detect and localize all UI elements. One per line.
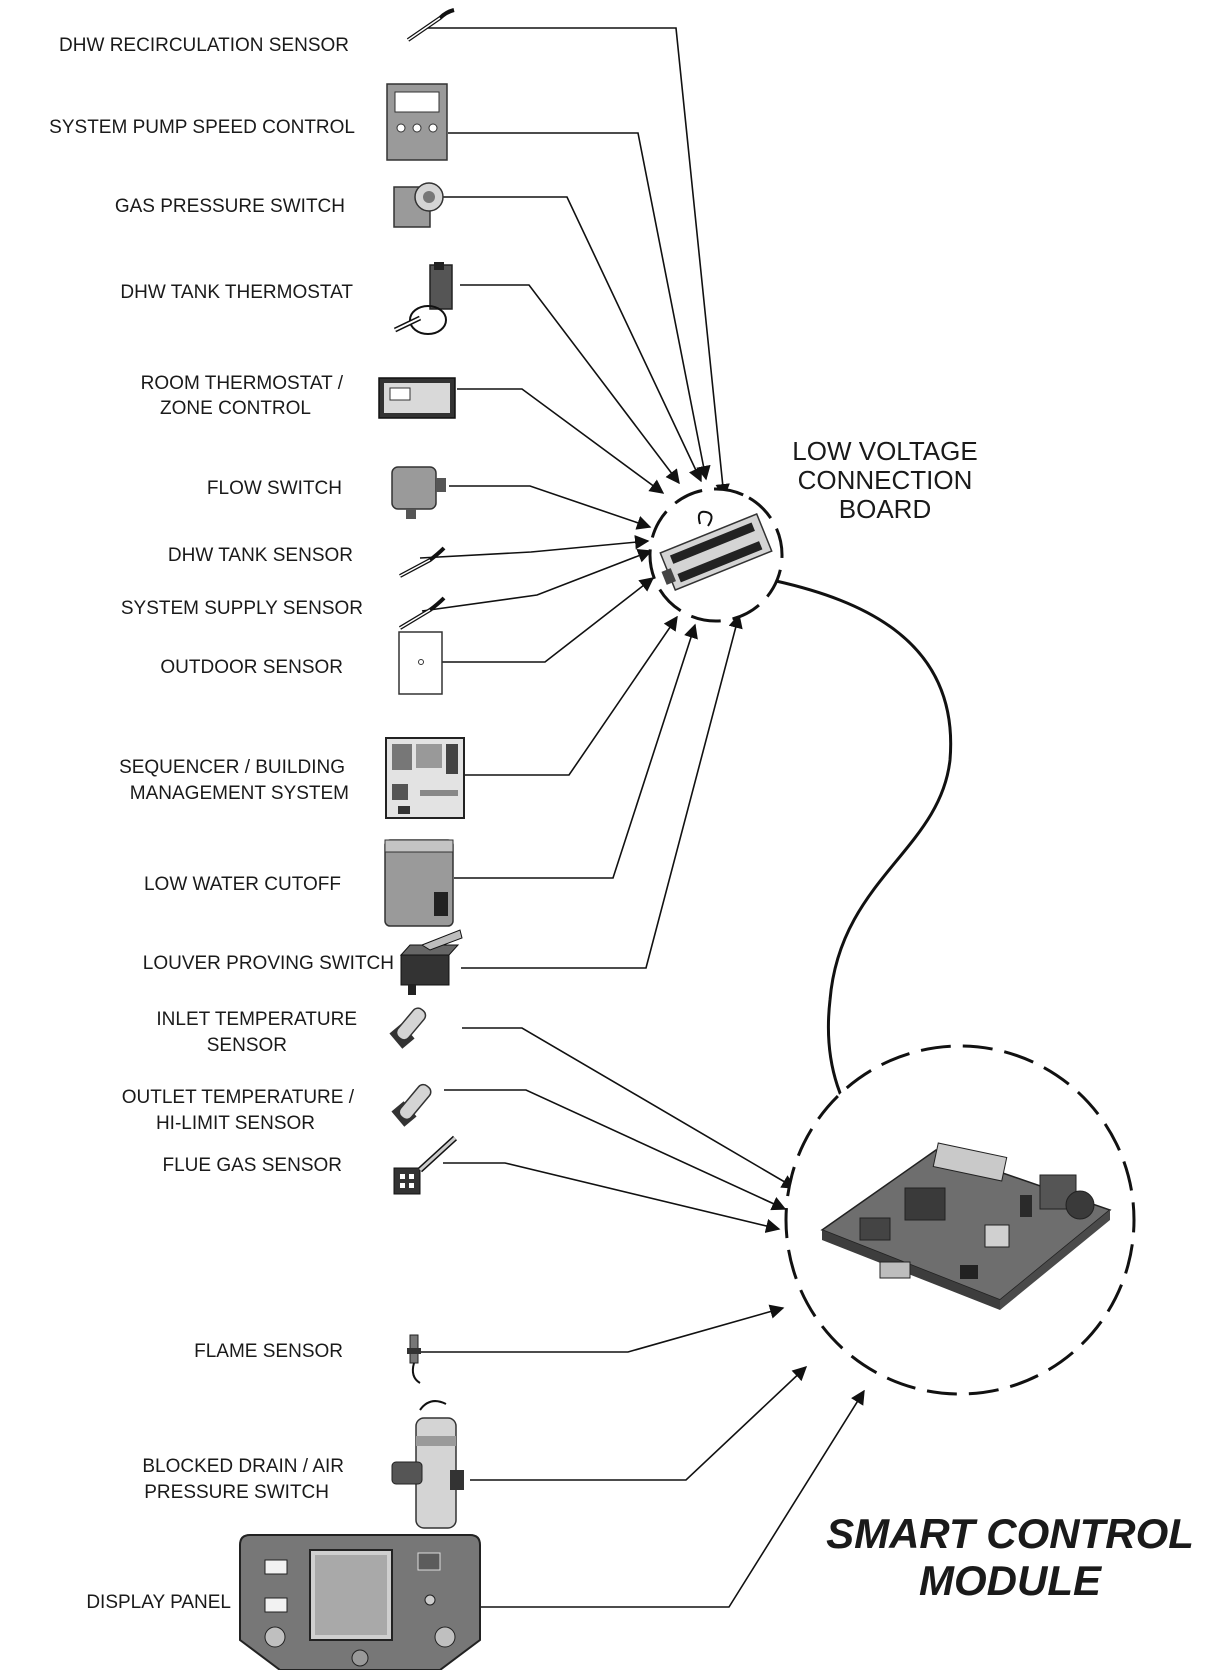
smart-control-module-label: SMART CONTROL MODULE <box>826 1510 1194 1604</box>
label-inlet-temp: INLET TEMPERATURE SENSOR <box>156 1009 357 1056</box>
label-line: FLUE GAS SENSOR <box>163 1155 343 1176</box>
wires-to-low-voltage-board <box>419 27 743 969</box>
link-board-to-module <box>775 579 953 1148</box>
display-panel-icon <box>239 1534 481 1670</box>
label-line: MANAGEMENT SYSTEM <box>130 783 349 804</box>
dhw-tank-sensor-icon <box>399 546 446 578</box>
label-line: DISPLAY PANEL <box>86 1592 231 1613</box>
wire-flame-sensor <box>420 1304 785 1353</box>
label-dhw-recirc: DHW RECIRCULATION SENSOR <box>59 35 349 56</box>
label-line: SENSOR <box>207 1035 287 1056</box>
label-line: LOUVER PROVING SWITCH <box>143 953 394 974</box>
label-outlet-temp: OUTLET TEMPERATURE / HI-LIMIT SENSOR <box>122 1087 355 1134</box>
dhw-recirc-sensor-icon <box>406 8 455 42</box>
label-line: FLAME SENSOR <box>194 1341 343 1362</box>
wire-outdoor-sensor <box>442 577 655 663</box>
cable-loop-icon <box>697 510 713 527</box>
label-room-thermostat: ROOM THERMOSTAT / ZONE CONTROL <box>141 373 344 419</box>
label-line: ZONE CONTROL <box>160 398 311 419</box>
wire-louver <box>461 613 743 969</box>
label-display-panel: DISPLAY PANEL <box>86 1592 231 1613</box>
wire-dhw-tank-thermostat <box>460 284 680 485</box>
label-line: DHW RECIRCULATION SENSOR <box>59 35 349 56</box>
label-flue-gas: FLUE GAS SENSOR <box>163 1155 343 1176</box>
label-line: SEQUENCER / BUILDING <box>119 757 345 778</box>
wire-inlet-temp <box>462 1027 797 1189</box>
label-line: DHW TANK THERMOSTAT <box>120 282 353 303</box>
outdoor-sensor-icon <box>398 631 443 695</box>
label-line: INLET TEMPERATURE <box>156 1009 357 1030</box>
wire-flow-switch <box>449 485 652 530</box>
dhw-tank-thermostat-icon <box>393 262 453 335</box>
room-thermostat-icon <box>378 377 456 419</box>
label-line: MODULE <box>919 1557 1103 1604</box>
label-line: HI-LIMIT SENSOR <box>156 1113 315 1134</box>
blocked-drain-switch-icon <box>391 1400 464 1529</box>
label-line: SYSTEM PUMP SPEED CONTROL <box>49 117 355 138</box>
wire-dhw-tank-sensor <box>419 535 650 559</box>
outlet-temp-sensor-icon <box>391 1083 432 1127</box>
label-line: CONNECTION <box>798 465 973 495</box>
wire-outlet-temp <box>444 1089 787 1211</box>
label-line: SMART CONTROL <box>826 1510 1194 1557</box>
low-water-cutoff-icon <box>384 839 454 927</box>
flame-sensor-icon <box>407 1334 421 1384</box>
flow-switch-icon <box>391 466 446 519</box>
label-line: BLOCKED DRAIN / AIR <box>142 1456 344 1477</box>
pump-speed-control-icon <box>386 83 448 161</box>
wire-system-supply <box>421 548 653 612</box>
label-line: ROOM THERMOSTAT / <box>141 373 344 394</box>
flue-gas-sensor-icon <box>393 1135 458 1195</box>
label-line: BOARD <box>839 494 931 524</box>
system-supply-sensor-icon <box>398 596 446 630</box>
low-voltage-board-image <box>659 513 773 591</box>
label-dhw-tank-sensor: DHW TANK SENSOR <box>168 545 353 566</box>
wire-dhw-recirc <box>426 27 730 499</box>
label-pump-speed: SYSTEM PUMP SPEED CONTROL <box>49 117 355 138</box>
label-line: GAS PRESSURE SWITCH <box>115 196 345 217</box>
low-voltage-connection-board <box>648 487 784 623</box>
wire-gas-pressure <box>440 196 702 483</box>
wire-blocked-drain <box>470 1366 808 1481</box>
label-louver: LOUVER PROVING SWITCH <box>143 953 394 974</box>
wire-low-water <box>454 623 698 879</box>
wire-pump-speed <box>448 132 711 481</box>
label-line: LOW WATER CUTOFF <box>144 874 341 895</box>
label-line: OUTDOOR SENSOR <box>160 657 343 678</box>
wire-flue-gas <box>443 1162 781 1233</box>
low-voltage-board-label: LOW VOLTAGE CONNECTION BOARD <box>792 436 977 524</box>
sequencer-icon <box>385 737 465 819</box>
label-flow-switch: FLOW SWITCH <box>207 478 342 499</box>
label-line: FLOW SWITCH <box>207 478 342 499</box>
label-line: SYSTEM SUPPLY SENSOR <box>121 598 363 619</box>
wire-display-panel <box>478 1389 865 1608</box>
label-line: PRESSURE SWITCH <box>144 1482 329 1503</box>
label-sequencer: SEQUENCER / BUILDING MANAGEMENT SYSTEM <box>119 757 349 804</box>
control-board-image <box>820 1142 1112 1310</box>
label-flame-sensor: FLAME SENSOR <box>194 1341 343 1362</box>
label-line: OUTLET TEMPERATURE / <box>122 1087 355 1108</box>
label-blocked-drain: BLOCKED DRAIN / AIR PRESSURE SWITCH <box>142 1456 344 1503</box>
wire-room-thermostat <box>457 388 665 494</box>
wires-to-smart-control-module <box>420 1027 865 1608</box>
label-gas-pressure: GAS PRESSURE SWITCH <box>115 196 345 217</box>
label-outdoor-sensor: OUTDOOR SENSOR <box>160 657 343 678</box>
label-line: LOW VOLTAGE <box>792 436 977 466</box>
gas-pressure-switch-icon <box>393 182 444 228</box>
smart-control-module <box>784 1044 1136 1396</box>
wire-sequencer <box>463 615 678 776</box>
inlet-temp-sensor-icon <box>389 1007 427 1049</box>
label-dhw-tank-thermostat: DHW TANK THERMOSTAT <box>120 282 353 303</box>
louver-proving-switch-icon <box>399 929 463 995</box>
label-system-supply: SYSTEM SUPPLY SENSOR <box>121 598 363 619</box>
label-line: DHW TANK SENSOR <box>168 545 353 566</box>
label-low-water: LOW WATER CUTOFF <box>144 874 341 895</box>
